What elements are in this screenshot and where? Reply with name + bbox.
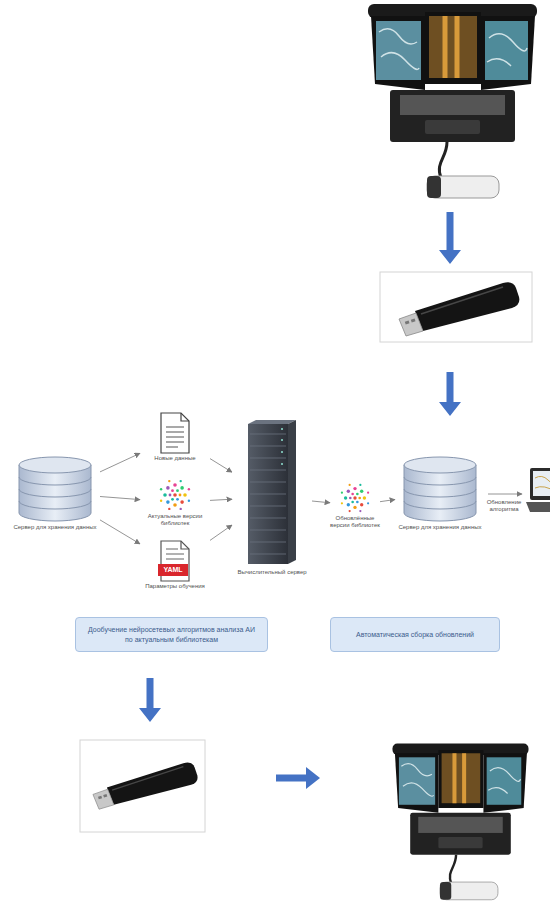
box-text: Автоматическая сборка обновлений bbox=[356, 630, 474, 639]
icon-symbol bbox=[161, 413, 189, 453]
usb-stick-picture bbox=[93, 762, 198, 809]
node-icon-picture bbox=[244, 418, 300, 568]
node-icon-picture bbox=[155, 478, 195, 512]
icon-node: Сервер для хранения данных bbox=[395, 455, 485, 531]
node-icon bbox=[158, 412, 192, 454]
node-icon-picture bbox=[400, 455, 480, 523]
process-box: Дообучение нейросетевых алгоритмов анали… bbox=[75, 617, 268, 652]
icon-node: Вычислительный сервер bbox=[232, 418, 312, 576]
node-caption: Обновлённые версии библиотек bbox=[330, 515, 380, 529]
connector-arrow bbox=[100, 497, 140, 500]
node-icon bbox=[336, 482, 374, 514]
node-caption: Параметры обучения bbox=[140, 583, 210, 590]
usb-stick-picture bbox=[399, 282, 519, 336]
node-icon-picture bbox=[158, 540, 192, 582]
node-icon: YAML bbox=[158, 540, 192, 582]
box-text: Дообучение нейросетевых алгоритмов анали… bbox=[84, 625, 259, 643]
workstation-picture bbox=[368, 4, 537, 198]
block-arrow bbox=[276, 767, 320, 789]
laptop-picture bbox=[526, 468, 550, 512]
node-icon bbox=[244, 418, 300, 568]
icon-node: Сервер для хранения данных bbox=[10, 455, 100, 531]
node-icon bbox=[155, 478, 195, 512]
process-box: Автоматическая сборка обновлений bbox=[330, 617, 500, 652]
icon-symbol bbox=[341, 484, 369, 512]
node-caption: Сервер для хранения данных bbox=[395, 524, 485, 531]
icon-node: YAML Параметры обучения bbox=[140, 540, 210, 590]
connector-arrow bbox=[210, 499, 232, 500]
block-arrow bbox=[439, 212, 461, 264]
node-icon bbox=[400, 455, 480, 523]
connector-arrow bbox=[100, 453, 140, 472]
icon-node: Актуальные версии библиотек bbox=[140, 478, 210, 527]
icon-symbol bbox=[160, 480, 190, 510]
update-arrow bbox=[488, 494, 522, 495]
icon-symbol bbox=[248, 420, 296, 564]
block-arrow bbox=[139, 678, 161, 722]
workstation-picture bbox=[392, 744, 528, 900]
block-arrow bbox=[439, 372, 461, 416]
arrow-label: Обновление алгоритма bbox=[485, 499, 523, 513]
picture-frame bbox=[380, 272, 532, 342]
icon-node: Новые данные bbox=[140, 412, 210, 462]
connector-arrow bbox=[210, 459, 232, 473]
node-caption: Сервер для хранения данных bbox=[10, 524, 100, 531]
node-icon bbox=[15, 455, 95, 523]
icon-symbol bbox=[158, 541, 189, 581]
connector-arrow bbox=[312, 501, 330, 503]
node-icon-picture bbox=[15, 455, 95, 523]
node-icon-picture bbox=[336, 482, 374, 514]
node-caption: Актуальные версии библиотек bbox=[140, 513, 210, 527]
connector-arrow bbox=[210, 525, 232, 540]
node-caption: Новые данные bbox=[140, 455, 210, 462]
connector-arrow bbox=[100, 520, 140, 544]
node-icon-picture bbox=[158, 412, 192, 454]
icon-label: YAML bbox=[158, 564, 188, 576]
connector-arrow bbox=[380, 500, 395, 502]
icon-symbol bbox=[19, 457, 91, 521]
node-caption: Вычислительный сервер bbox=[232, 569, 312, 576]
picture-frame bbox=[80, 740, 205, 832]
icon-symbol bbox=[404, 457, 476, 521]
icon-node: Обновлённые версии библиотек bbox=[330, 482, 380, 529]
